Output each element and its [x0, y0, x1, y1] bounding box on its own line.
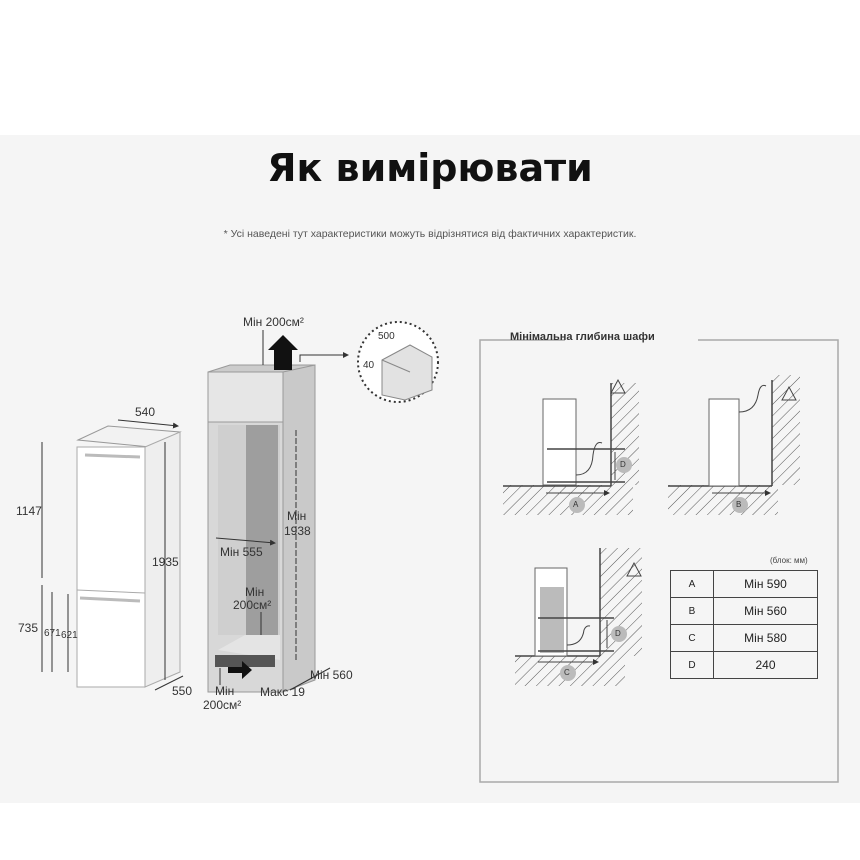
- cabinet-height-label: Мін: [287, 509, 307, 523]
- detail-500-label: 500: [378, 331, 395, 342]
- row-key: D: [670, 651, 714, 679]
- row-value: 240: [713, 651, 818, 679]
- vent-bottom-label: Мін: [215, 684, 235, 698]
- marker-circles: [560, 457, 748, 681]
- depth-panel-drawing: [479, 339, 839, 783]
- row-key: B: [670, 597, 714, 625]
- fridge-width-label: 540: [135, 405, 156, 419]
- depth-panel-title: Мінімальна глибина шафи: [510, 331, 655, 343]
- fridge-671-label: 671: [44, 628, 61, 639]
- cabinet-drawing: [207, 321, 439, 693]
- fridge-bottom-height-label: 735: [18, 621, 39, 635]
- fridge-drawing: [41, 419, 184, 691]
- fridge-total-height-label: 1935: [152, 555, 179, 569]
- fridge-top-height-label: 1147: [16, 504, 42, 518]
- marker-d-bottom: D: [615, 629, 621, 638]
- row-value: Мін 590: [713, 570, 818, 598]
- cabinet-gap-label: Макс 19: [260, 685, 305, 699]
- fridge-depth-label: 550: [172, 684, 193, 698]
- vent-mid-value: 200см²: [233, 598, 272, 612]
- vent-top-label: Мін 200см²: [243, 315, 304, 329]
- cabinet-width-label: Мін 555: [220, 545, 263, 559]
- vent-mid-label: Мін: [245, 585, 265, 599]
- page-title: Як вимірювати: [267, 146, 593, 190]
- row-key: A: [670, 570, 714, 598]
- disclaimer-note: * Усі наведені тут характеристики можуть…: [223, 228, 637, 240]
- fridge-621-label: 621: [61, 630, 78, 641]
- row-key: C: [670, 624, 714, 652]
- detail-40-label: 40: [363, 360, 375, 371]
- row-value: Мін 580: [713, 624, 818, 652]
- row-value: Мін 560: [713, 597, 818, 625]
- cabinet-depth-label: Мін 560: [310, 668, 353, 682]
- unit-label: (блок: мм): [770, 556, 808, 565]
- vent-bottom-value: 200см²: [203, 698, 242, 712]
- marker-c: C: [564, 668, 570, 677]
- marker-b: B: [736, 500, 742, 509]
- marker-a: A: [573, 500, 579, 509]
- marker-d-top: D: [620, 460, 626, 469]
- cabinet-height-value: 1938: [284, 524, 311, 538]
